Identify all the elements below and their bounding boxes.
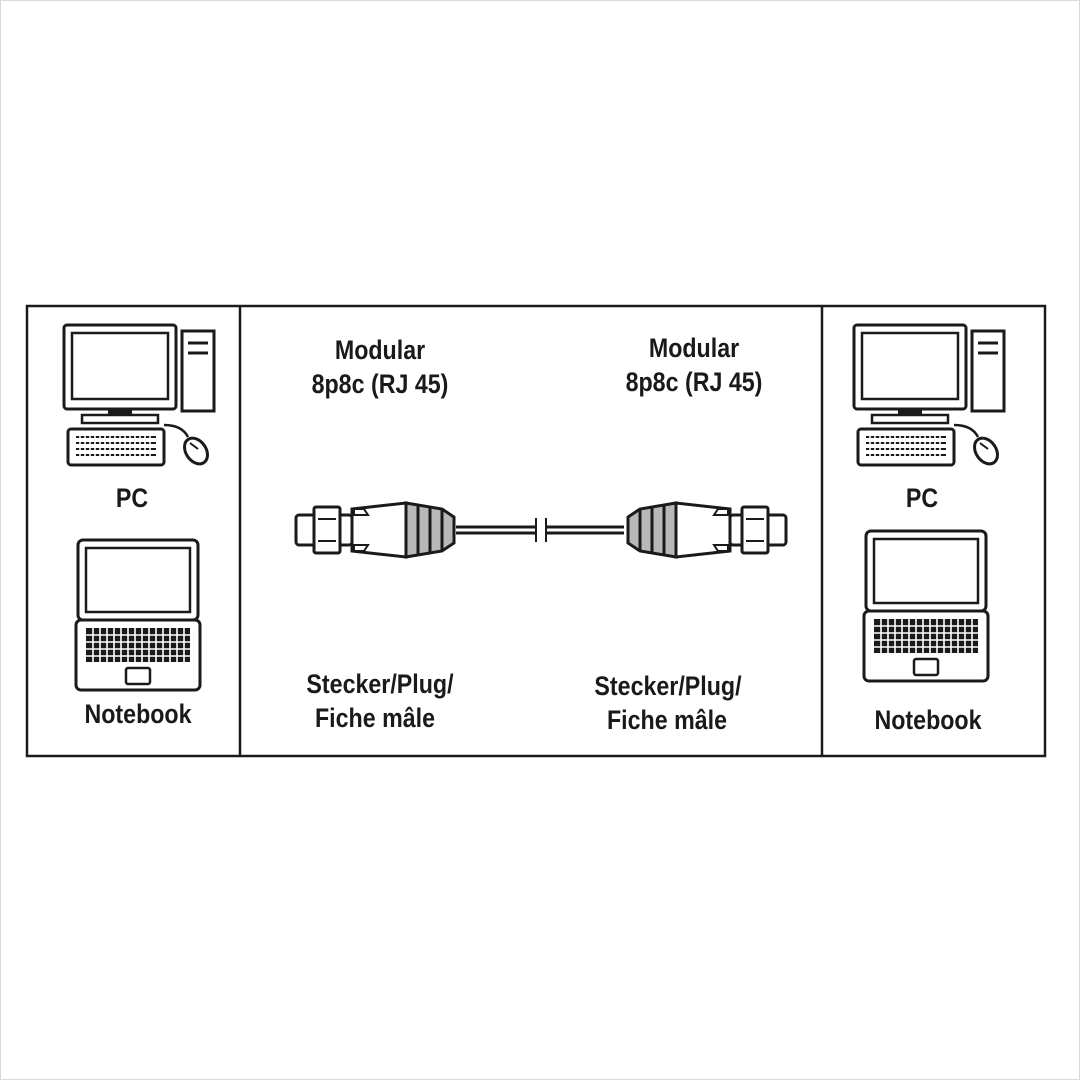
left-connector-type-line1: Modular: [334, 335, 426, 365]
rj45-plug-left-icon: [294, 501, 456, 559]
outer-border: [25, 304, 1047, 758]
notebook-icon-left: [74, 538, 202, 692]
left-connector-gender-line1: Stecker/Plug/: [306, 669, 454, 699]
right-connector-type-line2: 8p8c (RJ 45): [625, 367, 763, 397]
pc-icon-left: [62, 323, 216, 470]
right-connector-gender-line1: Stecker/Plug/: [594, 671, 742, 701]
left-connector-gender-line2: Fiche mâle: [314, 703, 436, 733]
left-notebook-label: Notebook: [84, 699, 192, 729]
panel-dividers: [25, 304, 1047, 758]
right-notebook-label: Notebook: [874, 705, 982, 735]
network-cable: [456, 518, 624, 542]
left-connector-type-line2: 8p8c (RJ 45): [311, 369, 449, 399]
right-pc-label: PC: [905, 483, 939, 513]
pc-icon-right: [852, 323, 1006, 470]
left-pc-label: PC: [115, 483, 149, 513]
right-connector-gender-line2: Fiche mâle: [606, 705, 728, 735]
notebook-icon-right: [862, 529, 990, 683]
rj45-plug-right-icon: [626, 501, 788, 559]
right-connector-type-line1: Modular: [648, 333, 740, 363]
